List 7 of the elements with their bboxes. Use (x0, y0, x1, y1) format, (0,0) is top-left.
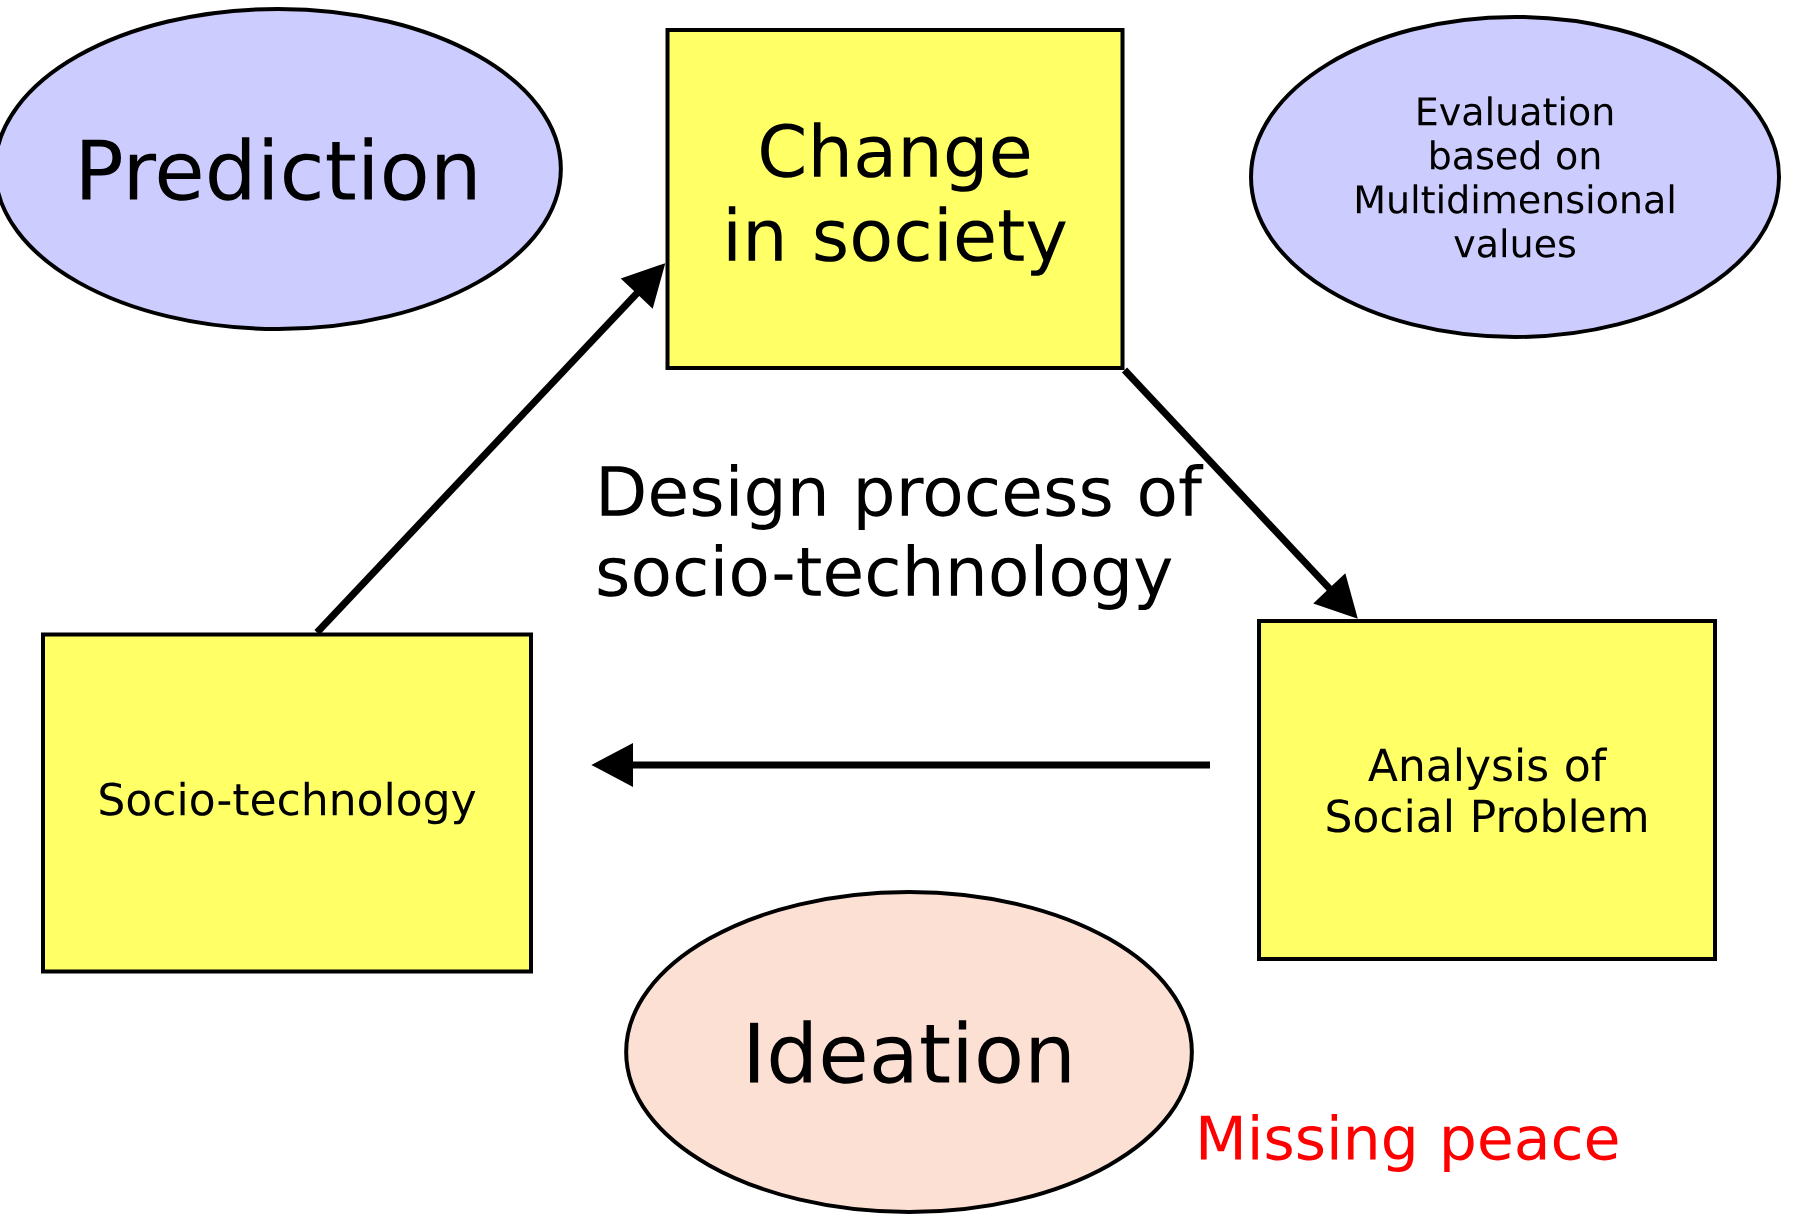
ellipse-node: Ideation (624, 890, 1194, 1214)
process-box: Socio-technology (41, 632, 533, 974)
ellipse-node: Evaluation based on Multidimensional values (1249, 15, 1781, 339)
process-box: Analysis of Social Problem (1257, 619, 1717, 961)
title-text: Design process of socio-technology (598, 464, 1204, 610)
process-box: Change in society (665, 28, 1125, 370)
note-text: Missing peace (1200, 1113, 1618, 1173)
